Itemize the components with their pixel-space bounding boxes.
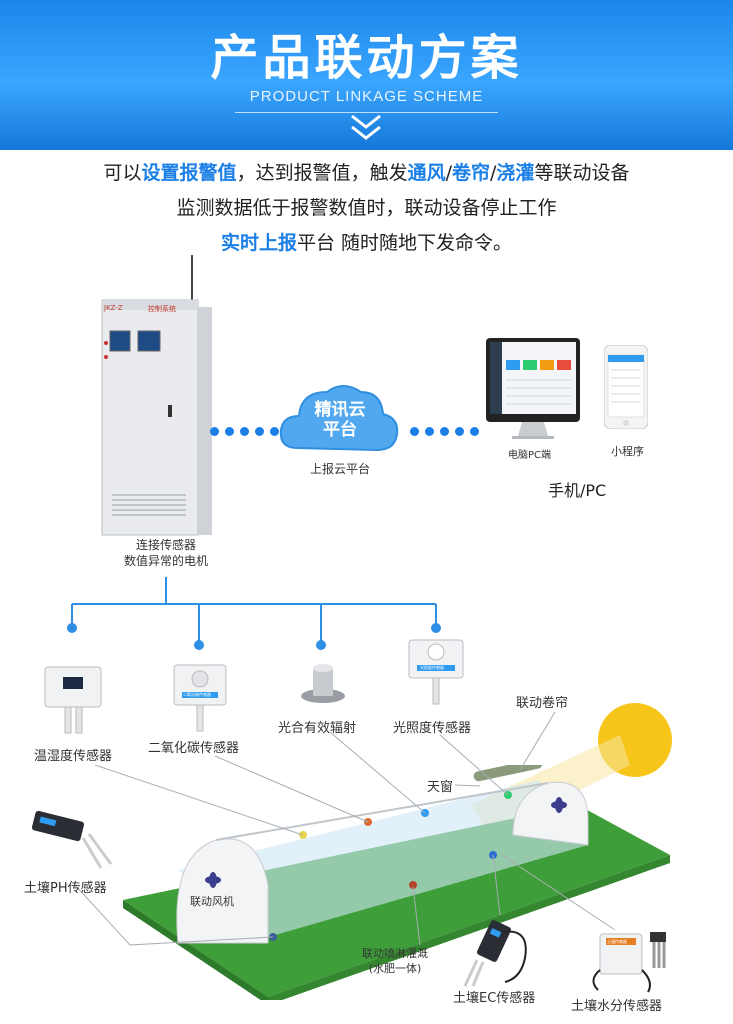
light-sensor-device <box>408 639 464 705</box>
irrigation-label-line2: (水肥一体) <box>368 962 422 975</box>
irrigation-label-line1: 联动喷淋灌溉 <box>362 947 428 960</box>
light-device-text: 光照度传感器 <box>420 665 444 670</box>
highlight-curtain: 卷帘 <box>452 162 491 184</box>
soil-ec-label: 土壤EC传感器 <box>453 991 536 1006</box>
clients-caption: 手机/PC <box>548 481 607 500</box>
irrigation-label: 联动喷淋灌溉 (水肥一体) <box>345 946 445 976</box>
soil-ph-label: 土壤PH传感器 <box>24 881 107 896</box>
banner-divider <box>235 112 498 113</box>
co2-device-text: 二氧化碳传感器 <box>183 692 211 697</box>
description-line-1: 可以设置报警值，达到报警值，触发通风/卷帘/浇灌等联动设备 <box>0 158 733 185</box>
temp-humidity-sensor-device <box>44 666 102 734</box>
fan-label: 联动风机 <box>190 895 234 908</box>
highlight-irrigation: 浇灌 <box>496 162 535 184</box>
description-line-3: 实时上报平台 随时随地下发命令。 <box>0 228 733 255</box>
soil-ph-sensor-device <box>31 810 113 869</box>
cabinet-caption-line2: 数值异常的电机 <box>123 554 208 568</box>
text: / <box>490 162 497 184</box>
page-subtitle: PRODUCT LINKAGE SCHEME <box>249 88 484 105</box>
page-title: 产品联动方案 <box>210 30 523 86</box>
pc-label: 电脑PC端 <box>508 450 552 461</box>
text: 可以 <box>103 162 142 184</box>
text: 等联动设备 <box>534 162 630 184</box>
cabinet-tag: JKZ-Z <box>104 304 123 312</box>
control-cabinet-illustration <box>101 255 212 536</box>
cloud-caption: 上报云平台 <box>309 462 370 476</box>
cabinet-header-text: 控制系统 <box>148 305 176 313</box>
co2-sensor-device <box>173 664 227 732</box>
highlight-alarm: 设置报警值 <box>141 162 237 184</box>
description-line-2: 监测数据低于报警数值时，联动设备停止工作 <box>176 197 557 219</box>
phone-illustration <box>604 345 648 429</box>
connector-dots-right <box>410 427 479 436</box>
cloud-title-line1: 精讯云 <box>314 400 366 420</box>
highlight-ventilation: 通风 <box>407 162 446 184</box>
light-label: 光照度传感器 <box>393 721 472 736</box>
soil-moisture-label: 土壤水分传感器 <box>571 999 663 1014</box>
cloud-title-line2: 平台 <box>323 420 357 440</box>
highlight-realtime: 实时上报 <box>220 232 297 254</box>
text: 平台 随时随地下发命令。 <box>296 232 513 254</box>
cloud-title: 精讯云 平台 <box>290 400 390 440</box>
monitor-illustration <box>486 338 580 439</box>
soil-moisture-device-text: 土壤传感器 <box>607 939 627 944</box>
text: / <box>445 162 452 184</box>
par-sensor-device <box>301 664 345 703</box>
cloud-icon <box>279 385 399 452</box>
cabinet-caption: 连接传感器 数值异常的电机 <box>96 537 236 569</box>
skylight-label: 天窗 <box>427 780 454 795</box>
soil-moisture-sensor-device <box>592 932 666 993</box>
mini-program-label: 小程序 <box>611 445 644 458</box>
chevron-down-icon <box>351 114 381 140</box>
co2-label: 二氧化碳传感器 <box>148 741 240 756</box>
soil-ec-sensor-device <box>463 920 527 987</box>
par-label: 光合有效辐射 <box>278 721 357 736</box>
curtain-label: 联动卷帘 <box>516 696 569 711</box>
temp-humidity-label: 温湿度传感器 <box>34 749 113 764</box>
text: ，达到报警值，触发 <box>236 162 408 184</box>
cabinet-caption-line1: 连接传感器 <box>135 538 196 552</box>
header-banner: 产品联动方案 PRODUCT LINKAGE SCHEME <box>0 0 733 150</box>
